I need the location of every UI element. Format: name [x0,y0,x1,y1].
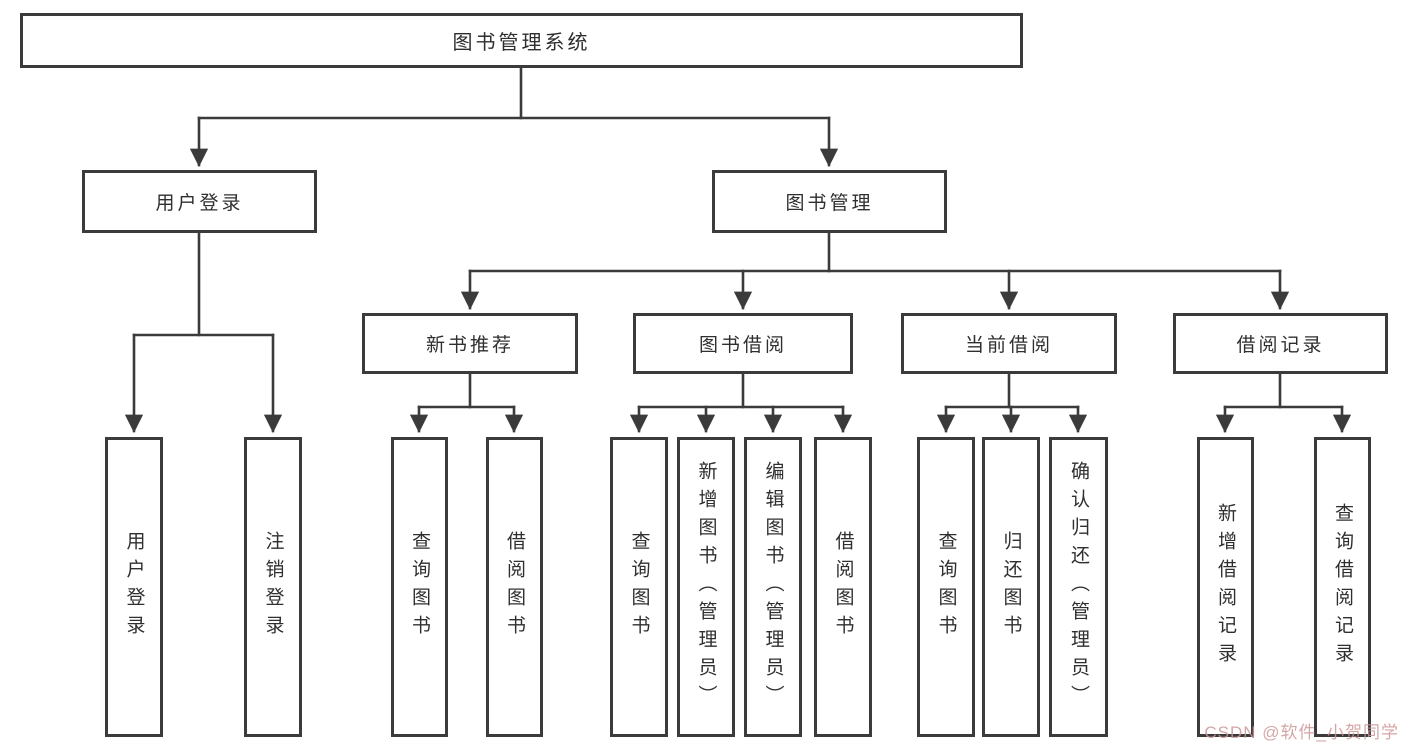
leaf-borrow-books-recommend: 借阅图书 [486,437,543,737]
csdn-watermark: CSDN @软件_小贺同学 [1204,723,1399,742]
leaf-label: 新增图书（管理员） [695,461,717,713]
leaf-return-book: 归还图书 [982,437,1040,737]
node-root: 图书管理系统 [20,13,1023,68]
leaf-query-borrow-record: 查询借阅记录 [1314,437,1371,737]
leaf-label: 查询借阅记录 [1332,503,1353,671]
node-root-label: 图书管理系统 [452,32,591,54]
leaf-label: 借阅图书 [832,531,854,643]
leaf-confirm-return-admin: 确认归还（管理员） [1049,437,1108,737]
node-new-book-recommend: 新书推荐 [362,313,578,374]
leaf-label: 确认归还（管理员） [1068,461,1089,713]
leaf-label: 查询图书 [935,531,957,643]
node-user-login-label: 用户登录 [155,193,244,214]
node-user-login: 用户登录 [82,170,317,233]
leaf-query-books-borrow: 查询图书 [610,437,668,737]
node-new-book-recommend-label: 新书推荐 [425,335,514,356]
leaf-add-borrow-record: 新增借阅记录 [1197,437,1254,737]
leaf-logout: 注销登录 [244,437,302,737]
leaf-label: 注销登录 [262,531,284,643]
leaf-label: 新增借阅记录 [1215,503,1236,671]
node-borrow-records: 借阅记录 [1173,313,1388,374]
leaf-label: 查询图书 [409,531,430,643]
node-current-borrow: 当前借阅 [901,313,1117,374]
node-borrow-records-label: 借阅记录 [1236,335,1325,356]
node-book-borrow: 图书借阅 [633,313,853,374]
leaf-label: 归还图书 [1000,531,1022,643]
leaf-edit-book-admin: 编辑图书（管理员） [744,437,802,737]
node-current-borrow-label: 当前借阅 [964,335,1053,356]
leaf-label: 编辑图书（管理员） [762,461,784,713]
leaf-label: 查询图书 [628,531,650,643]
leaf-label: 借阅图书 [504,531,525,643]
leaf-borrow-books: 借阅图书 [814,437,872,737]
leaf-query-books-current: 查询图书 [917,437,975,737]
leaf-label: 用户登录 [123,531,145,643]
leaf-query-books-recommend: 查询图书 [391,437,448,737]
leaf-add-book-admin: 新增图书（管理员） [677,437,735,737]
leaf-user-login: 用户登录 [105,437,163,737]
node-book-management: 图书管理 [712,170,947,233]
node-book-borrow-label: 图书借阅 [698,335,787,356]
node-book-management-label: 图书管理 [785,193,874,214]
